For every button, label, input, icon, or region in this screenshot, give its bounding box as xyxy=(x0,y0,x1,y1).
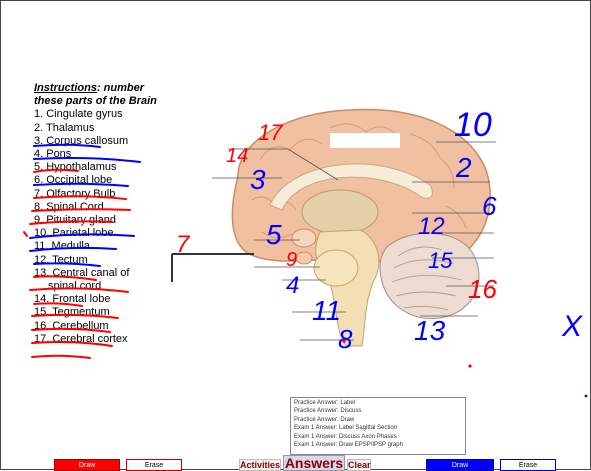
answers-menu: Practice Answer: Label Practice Answer: … xyxy=(290,397,466,455)
thalamus-shape xyxy=(302,190,378,234)
ink-number-17: 17 xyxy=(258,120,283,145)
ink-number-9: 9 xyxy=(286,249,297,271)
ink-number-5: 5 xyxy=(266,219,282,250)
ink-number-15: 15 xyxy=(428,248,453,273)
label-box xyxy=(330,133,400,148)
ink-dot xyxy=(342,339,346,343)
answers-menu-item[interactable]: Practice Answer: Discuss xyxy=(294,407,462,415)
ink-mark-x: X xyxy=(561,310,583,343)
ink-dot xyxy=(585,395,588,398)
clear-button[interactable]: Clear xyxy=(347,459,371,471)
ink-number-12: 12 xyxy=(418,213,445,240)
ink-number-6: 6 xyxy=(482,191,497,221)
ink-number-11: 11 xyxy=(312,295,341,326)
draw-red-button[interactable]: Draw xyxy=(54,459,120,471)
ink-number-8: 8 xyxy=(338,324,353,354)
ink-number-4: 4 xyxy=(286,272,299,299)
answers-button[interactable]: Answers xyxy=(283,455,345,471)
ink-number-16: 16 xyxy=(468,274,497,304)
draw-blue-button[interactable]: Draw xyxy=(426,459,494,471)
erase-red-button[interactable]: Erase xyxy=(126,459,182,471)
list-ink-marks xyxy=(24,145,140,358)
answers-menu-item[interactable]: Exam 1 Answer: Draw EPSP/IPSP graph xyxy=(294,441,462,449)
ink-number-14: 14 xyxy=(226,145,248,167)
answers-menu-item[interactable]: Practice Answer: Label xyxy=(294,399,462,407)
answers-menu-item[interactable]: Exam 1 Answer: Label Sagittal Section xyxy=(294,424,462,432)
pituitary-shape xyxy=(296,252,312,264)
answers-menu-item[interactable]: Practice Answer: Draw xyxy=(294,416,462,424)
ink-number-7: 7 xyxy=(176,231,191,258)
activities-button[interactable]: Activities xyxy=(239,459,281,471)
ink-number-10: 10 xyxy=(454,106,492,144)
ink-dot xyxy=(468,364,471,367)
pons-shape xyxy=(314,250,358,286)
ink-number-3: 3 xyxy=(250,164,266,195)
hypothalamus-shape xyxy=(292,229,316,247)
erase-blue-button[interactable]: Erase xyxy=(500,459,556,471)
answers-menu-item[interactable]: Exam 1 Answer: Discuss Axon Phases xyxy=(294,433,462,441)
ink-number-13: 13 xyxy=(414,315,446,346)
ink-number-2: 2 xyxy=(455,152,472,183)
